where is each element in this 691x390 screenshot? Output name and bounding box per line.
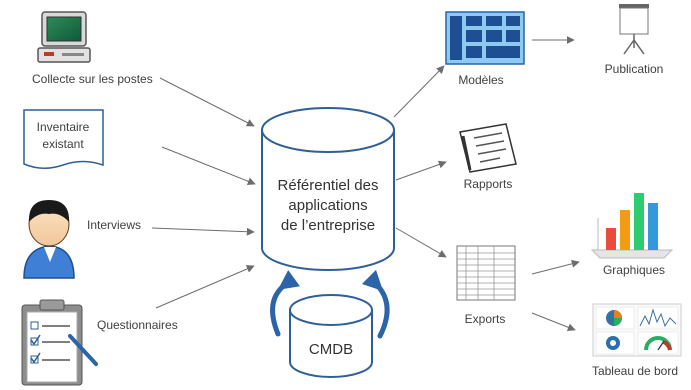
label-rapports: Rapports: [464, 177, 513, 191]
notebook-icon: [459, 123, 517, 173]
arrow-graphiques: [531, 259, 580, 275]
central-label-line2: applications: [288, 197, 367, 214]
arrow-collecte: [159, 77, 255, 127]
sync-arrow-left: [270, 270, 300, 337]
arrow-tableau: [531, 312, 576, 332]
source-questionnaires: Questionnaires: [21, 299, 178, 386]
output-graphiques: Graphiques: [590, 193, 674, 277]
label-modeles: Modèles: [458, 73, 503, 87]
arrow-exports: [395, 227, 447, 258]
label-inventaire-line1: Inventaire: [37, 120, 90, 134]
sync-arrows: [270, 269, 390, 339]
central-cylinder-body: [261, 130, 395, 271]
label-collecte: Collecte sur les postes: [32, 72, 153, 86]
output-arrows: [393, 36, 580, 332]
arrow-rapports: [395, 160, 447, 181]
arrow-questionnaires: [155, 265, 255, 309]
clipboard-checklist-icon: [21, 299, 98, 386]
cmdb-cylinder-top: [289, 294, 373, 326]
document-icon: [23, 109, 104, 169]
projection-screen-icon: [619, 4, 649, 55]
source-arrows: [151, 77, 256, 309]
central-cylinder-top: [261, 107, 395, 153]
output-rapports: Rapports: [459, 123, 517, 191]
cmdb-label: CMDB: [309, 341, 353, 358]
arrow-modeles: [393, 65, 445, 118]
label-publication: Publication: [605, 62, 664, 76]
central-label-line3: de l’entreprise: [281, 217, 375, 234]
output-exports: Exports: [456, 245, 516, 326]
desktop-computer-icon: [37, 11, 91, 63]
arrow-interviews: [151, 227, 255, 236]
label-graphiques: Graphiques: [603, 263, 665, 277]
model-diagram-icon: [445, 11, 525, 65]
label-tableau: Tableau de bord: [592, 364, 678, 378]
sync-arrow-right: [361, 269, 390, 339]
bar-chart-icon: [590, 193, 674, 259]
output-modeles: Modèles: [445, 11, 525, 87]
dashboard-icon: [592, 303, 682, 357]
source-inventaire: Inventaire existant: [23, 109, 104, 169]
label-questionnaires: Questionnaires: [97, 318, 178, 332]
output-publication: Publication: [605, 4, 664, 76]
central-label-line1: Référentiel des: [278, 177, 379, 194]
label-interviews: Interviews: [87, 218, 141, 232]
arrow-inventaire: [161, 146, 256, 186]
person-icon: [23, 200, 75, 279]
central-repository: Référentiel des applications de l’entrep…: [261, 107, 395, 271]
cmdb-cylinder-body: [289, 310, 373, 378]
source-collecte: Collecte sur les postes: [32, 11, 153, 86]
cmdb-database: CMDB: [289, 294, 373, 378]
source-interviews: Interviews: [23, 200, 141, 279]
label-inventaire-line2: existant: [42, 137, 84, 151]
output-tableau: Tableau de bord: [592, 303, 682, 378]
spreadsheet-icon: [456, 245, 516, 301]
label-exports: Exports: [465, 312, 506, 326]
